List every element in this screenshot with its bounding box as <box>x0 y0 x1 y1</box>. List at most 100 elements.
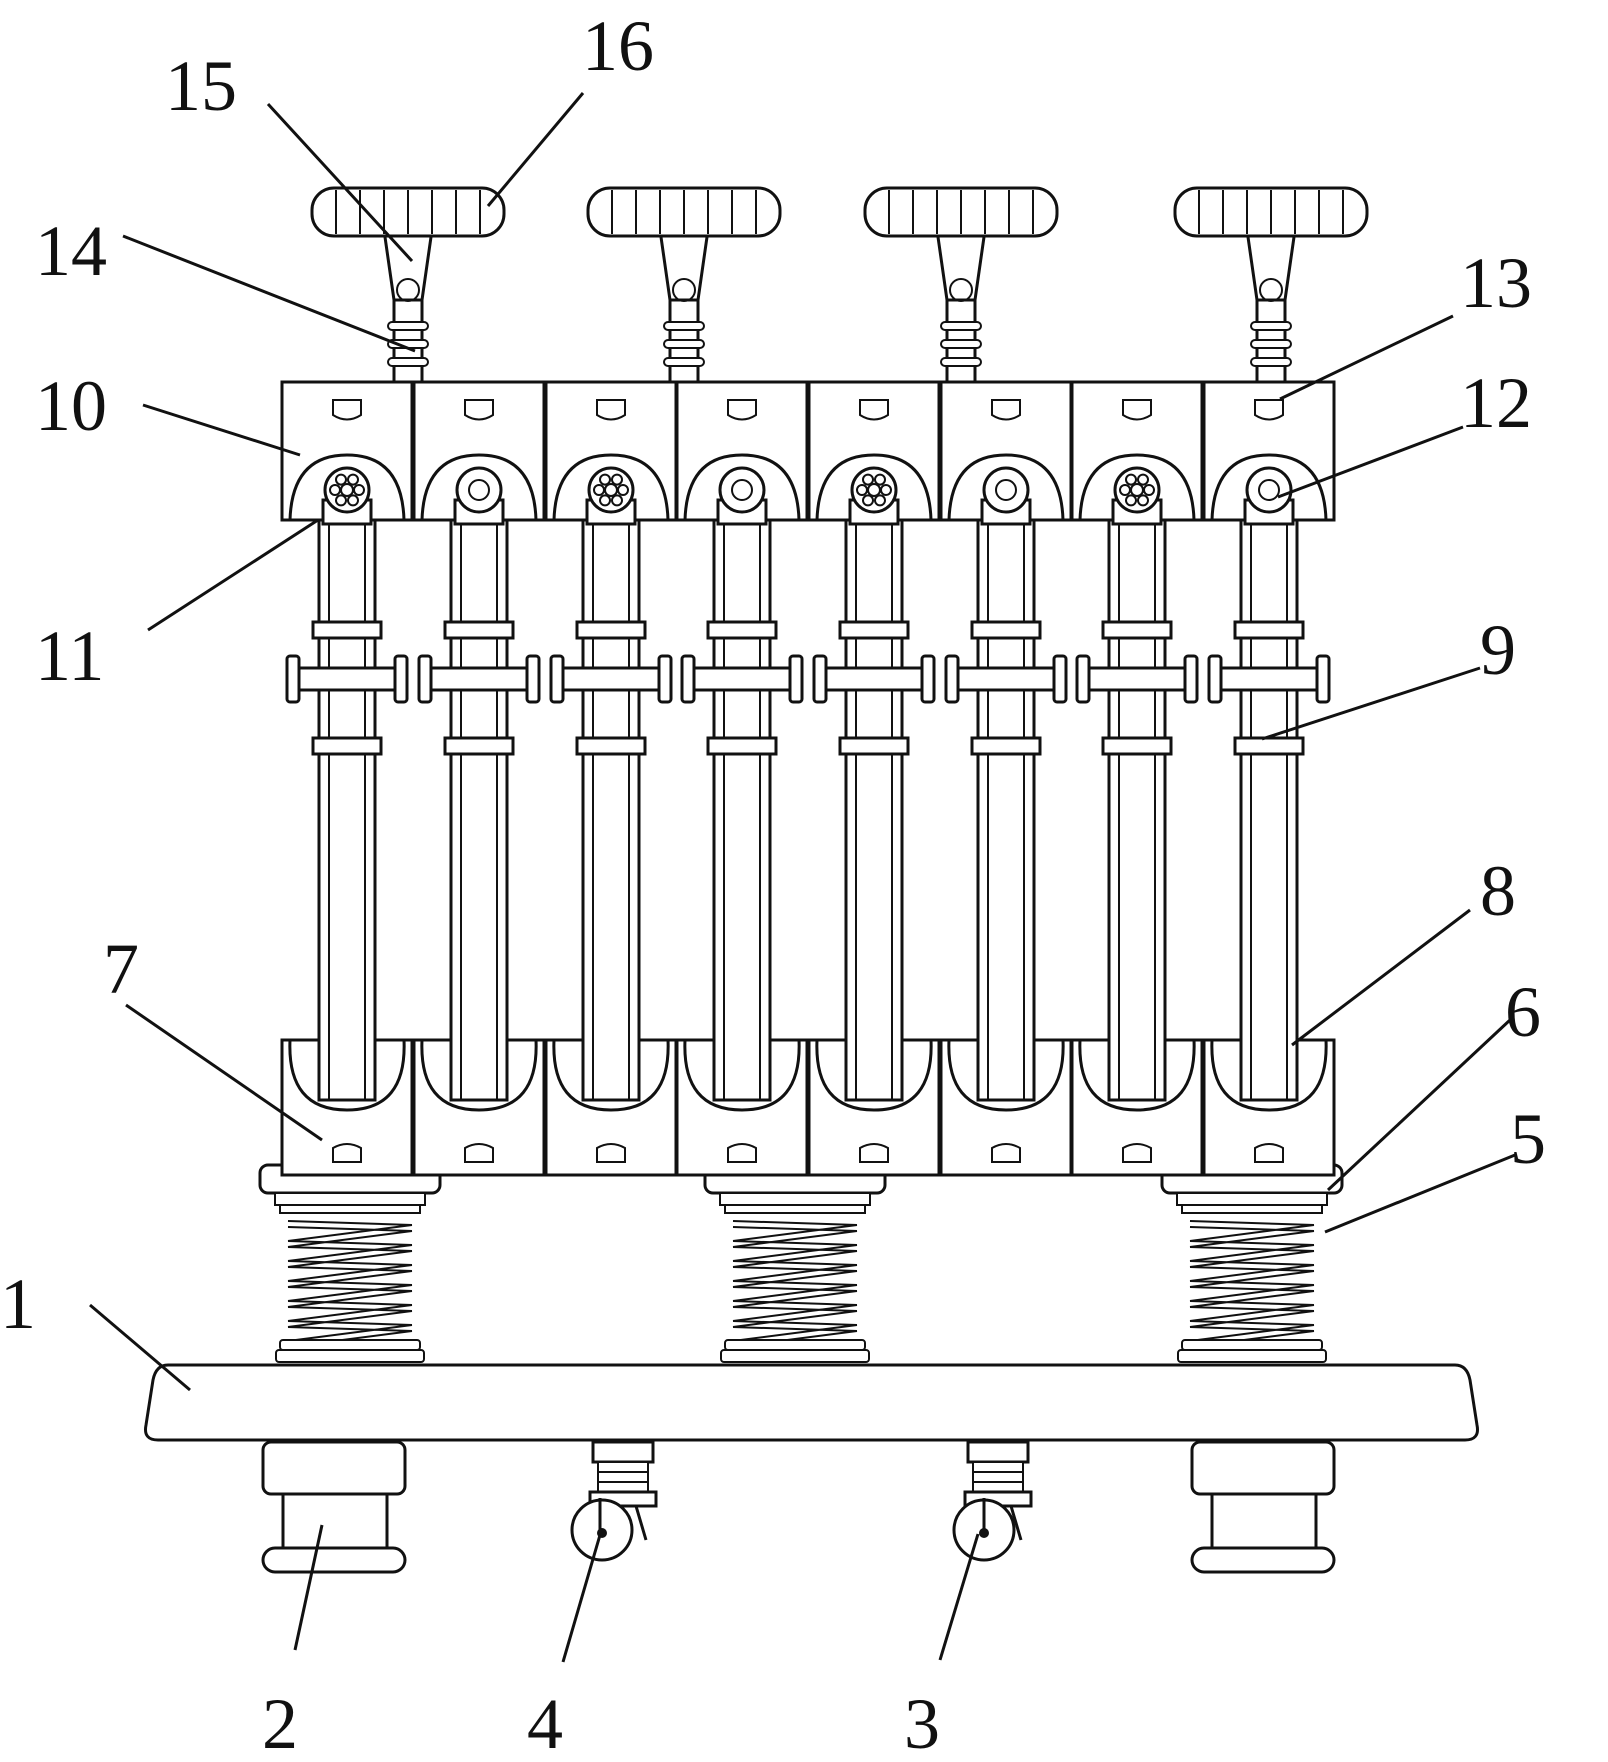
shaft-ring <box>1250 339 1292 349</box>
roller-hub <box>604 483 618 497</box>
clamp-right <box>393 654 409 704</box>
knob-1 <box>310 186 506 384</box>
roller-hub <box>1130 483 1144 497</box>
clamp-right <box>788 654 804 704</box>
spring-seat <box>1177 1349 1327 1363</box>
upper-holder-6 <box>939 380 1073 526</box>
shaft-ring <box>663 357 705 367</box>
tube-ring <box>838 736 910 756</box>
clamp-right <box>1315 654 1331 704</box>
tube-body <box>1107 498 1167 1102</box>
numeral-15: 15 <box>165 46 237 126</box>
tube-ring <box>443 620 515 640</box>
upper-holder-3 <box>544 380 678 526</box>
tube-ring <box>311 620 383 640</box>
tube-6 <box>944 498 1068 1102</box>
base-plate <box>144 1363 1479 1442</box>
stem-nut <box>949 278 973 302</box>
clamp-bar <box>1087 666 1187 692</box>
roller-hole <box>335 494 347 507</box>
clamp-left <box>1207 654 1223 704</box>
slot <box>859 1143 889 1163</box>
clamp-left <box>285 654 301 704</box>
roller <box>323 466 371 514</box>
slot <box>1254 399 1284 421</box>
slot <box>1254 1143 1284 1163</box>
roller-hole <box>1125 473 1137 486</box>
roller-hole <box>347 473 359 486</box>
roller-hole <box>874 473 886 486</box>
slot <box>1122 1143 1152 1163</box>
caster-wheel-left <box>570 1440 658 1562</box>
roller <box>850 466 898 514</box>
stem-nut <box>1259 278 1283 302</box>
roller-hole <box>611 494 623 507</box>
knob-4 <box>1173 186 1369 384</box>
upper-holder-8 <box>1202 380 1336 526</box>
roller-hole <box>599 494 611 507</box>
knob-3 <box>863 186 1059 384</box>
tube-body <box>449 498 509 1102</box>
slot <box>991 399 1021 421</box>
leader-lines <box>89 92 1516 1663</box>
spring-assemblies <box>258 1163 1344 1363</box>
stem-nut <box>396 278 420 302</box>
clamp-bar <box>297 666 397 692</box>
roller-hub <box>867 483 881 497</box>
tube-ring <box>706 620 778 640</box>
numeral-3: 3 <box>904 1684 940 1762</box>
numeral-14: 14 <box>35 211 107 291</box>
spring-assembly-3 <box>1160 1163 1344 1363</box>
shaft-ring <box>387 357 429 367</box>
slot <box>727 399 757 421</box>
knob-row <box>310 186 1369 384</box>
slot <box>991 1143 1021 1163</box>
tube-body <box>712 498 772 1102</box>
shaft-ring <box>1250 357 1292 367</box>
slot <box>332 1143 362 1163</box>
knob-stem <box>1245 228 1297 302</box>
roller <box>1113 466 1161 514</box>
numeral-6: 6 <box>1505 972 1541 1052</box>
roller-hole <box>862 494 874 507</box>
upper-holder-5 <box>807 380 941 526</box>
spring-seat <box>720 1349 870 1363</box>
roller-hub <box>1258 479 1280 501</box>
clamp-bar <box>561 666 661 692</box>
upper-holder-1 <box>280 380 414 526</box>
coil-spring <box>732 1220 858 1348</box>
roller-hole <box>874 494 886 507</box>
upper-holder-7 <box>1070 380 1204 526</box>
numeral-16: 16 <box>582 6 654 86</box>
tube-ring <box>1101 736 1173 756</box>
tube-ring <box>443 736 515 756</box>
knob-stem <box>935 228 987 302</box>
roller-hub <box>731 479 753 501</box>
shaft-ring <box>940 357 982 367</box>
shaft-ring <box>663 339 705 349</box>
slot <box>332 399 362 421</box>
roller-hole <box>599 473 611 486</box>
support-foot-left <box>261 1440 407 1574</box>
support-foot-right <box>1190 1440 1336 1574</box>
shaft-ring <box>940 321 982 331</box>
tube-ring <box>1233 736 1305 756</box>
tube-1 <box>285 498 409 1102</box>
clamp-left <box>944 654 960 704</box>
shaft-ring <box>387 321 429 331</box>
clamp-right <box>1183 654 1199 704</box>
numeral-9: 9 <box>1480 610 1516 690</box>
roller-hole <box>347 494 359 507</box>
roller <box>1245 466 1293 514</box>
numeral-4: 4 <box>527 1684 563 1762</box>
tube-ring <box>970 736 1042 756</box>
clamp-left <box>812 654 828 704</box>
caster-wheel-right <box>952 1440 1033 1562</box>
numeral-12: 12 <box>1460 363 1532 443</box>
spring-seat <box>724 1339 866 1351</box>
tube-ring <box>970 620 1042 640</box>
upper-holder-row <box>280 380 1336 526</box>
pad-ring <box>279 1204 421 1214</box>
numeral-1: 1 <box>0 1264 36 1344</box>
slot <box>859 399 889 421</box>
